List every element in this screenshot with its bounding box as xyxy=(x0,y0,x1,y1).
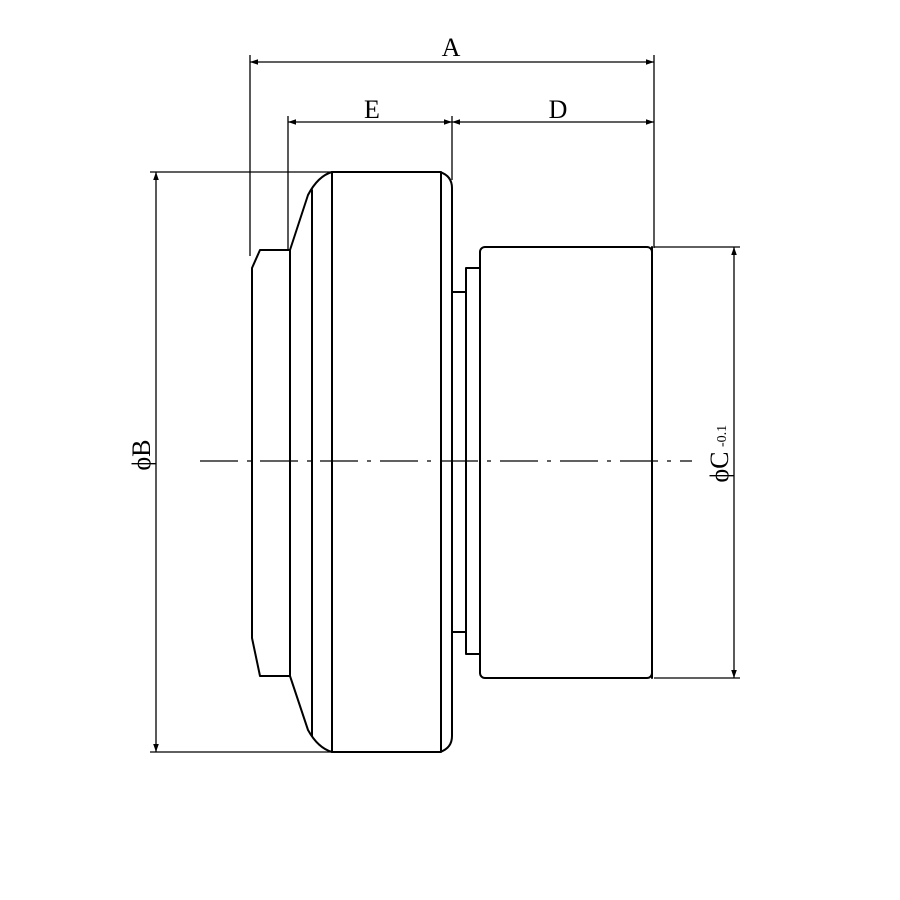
dim-label-D: D xyxy=(549,95,568,124)
extension-lines xyxy=(150,55,740,753)
neck xyxy=(451,267,481,655)
left-flange xyxy=(251,249,291,677)
right-cylinder xyxy=(479,246,653,679)
main-body xyxy=(289,171,453,753)
dim-label-B: ϕB xyxy=(127,439,156,470)
dimension-lines xyxy=(153,59,737,752)
dim-label-A: A xyxy=(442,33,461,62)
dim-label-C: ϕC xyxy=(705,451,734,482)
part-outline xyxy=(251,171,653,753)
dim-label-E: E xyxy=(364,95,380,124)
dim-label-C-group: ϕC -0.1 xyxy=(705,425,734,483)
dim-label-C-tolerance: -0.1 xyxy=(715,425,730,447)
